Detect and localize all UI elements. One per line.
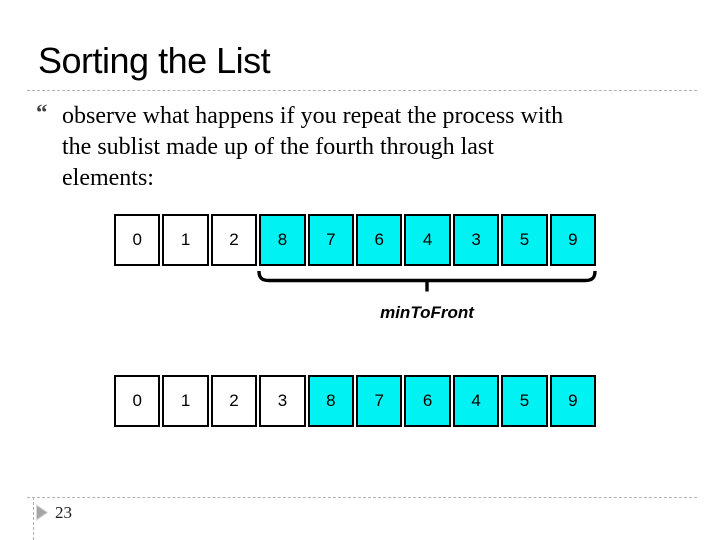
array-cell: 6	[356, 214, 403, 266]
array-cell: 7	[307, 214, 355, 266]
array-cell: 5	[501, 214, 548, 266]
array-cell: 0	[114, 375, 161, 427]
array-cell: 7	[356, 375, 403, 427]
array-cell: 0	[114, 214, 161, 266]
array-cell: 5	[501, 375, 548, 427]
array-cell: 3	[259, 375, 306, 427]
array-cell: 3	[452, 214, 500, 266]
next-slide-arrow-icon	[36, 504, 49, 521]
array-cell: 1	[162, 375, 209, 427]
array-cell: 8	[307, 375, 355, 427]
array-cell: 2	[210, 214, 258, 266]
title-divider	[27, 90, 697, 91]
footer-divider	[27, 497, 697, 498]
array-cell: 9	[549, 214, 597, 266]
array-cell: 2	[210, 375, 258, 427]
array-cell: 8	[259, 214, 306, 266]
bullet-icon: “	[36, 100, 48, 125]
bullet-line: elements:	[62, 165, 154, 191]
bullet-line: the sublist made up of the fourth throug…	[62, 134, 494, 160]
footer-vertical-divider	[33, 497, 34, 540]
array-cell: 1	[162, 214, 209, 266]
page-number: 23	[55, 503, 72, 522]
bullet-line: observe what happens if you repeat the p…	[62, 103, 564, 129]
bullet-text: observe what happens if you repeat the p…	[62, 101, 563, 194]
brace-icon	[257, 270, 597, 292]
array-cell: 4	[404, 214, 451, 266]
page-title: Sorting the List	[38, 40, 271, 81]
array-cell: 6	[404, 375, 451, 427]
array-cell: 4	[452, 375, 500, 427]
brace-label: minToFront	[380, 303, 474, 322]
array-cell: 9	[549, 375, 597, 427]
